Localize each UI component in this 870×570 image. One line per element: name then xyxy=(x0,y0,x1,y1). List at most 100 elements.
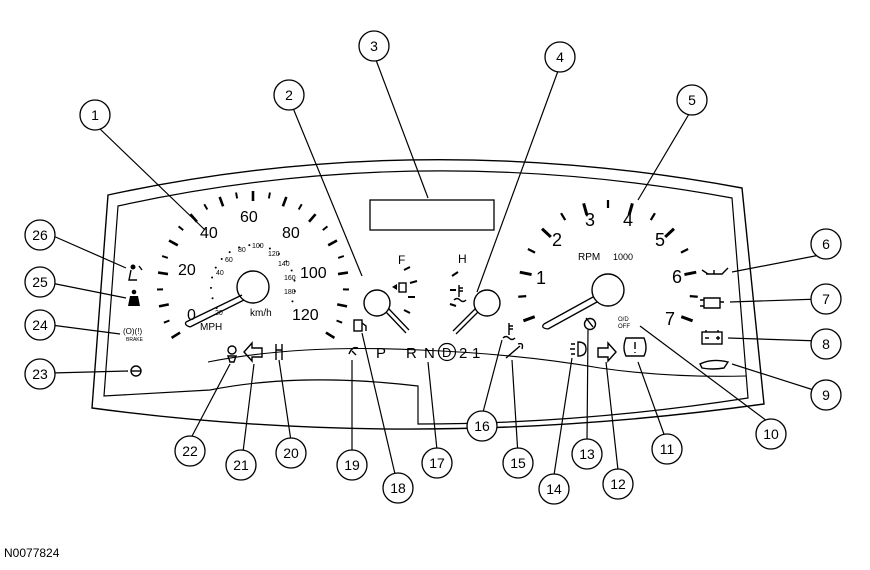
fuel-full-label: F xyxy=(398,253,405,267)
temp-hot-label: H xyxy=(458,252,467,266)
callout-18: 18 xyxy=(382,472,414,504)
callout-6: 6 xyxy=(810,228,842,260)
tachometer-hub xyxy=(591,273,625,307)
message-center-display xyxy=(369,199,495,231)
rpm-label-4: 4 xyxy=(623,210,633,230)
callout-5: 5 xyxy=(676,84,708,116)
callout-21: 21 xyxy=(225,449,257,481)
rpm-label-1: 1 xyxy=(536,268,546,288)
fuel-gauge: F xyxy=(363,253,418,334)
tachometer-tick xyxy=(680,315,694,323)
svg-text:25: 25 xyxy=(32,274,48,290)
speedometer-tick xyxy=(170,331,181,339)
svg-text:8: 8 xyxy=(822,336,830,352)
svg-text:17: 17 xyxy=(429,455,445,471)
callout-19: 19 xyxy=(336,449,368,481)
callout-2: 2 xyxy=(273,79,305,111)
temperature-gauge-hub xyxy=(473,289,501,317)
speedometer-tick xyxy=(337,255,345,259)
brake-label: BRAKE xyxy=(126,337,144,343)
fuel-gauge-needle xyxy=(385,308,410,334)
svg-text:9: 9 xyxy=(822,387,830,403)
speedometer-tick xyxy=(218,196,225,207)
svg-text:3: 3 xyxy=(370,38,378,54)
tachometer-tick xyxy=(582,202,589,216)
speedometer-tick xyxy=(267,192,271,199)
callout-8: 8 xyxy=(810,328,842,360)
gear-n: N xyxy=(424,345,435,362)
callout-20: 20 xyxy=(275,437,307,469)
svg-text:11: 11 xyxy=(660,441,675,457)
kmh-label-120: 120 xyxy=(268,251,280,258)
speedometer: 0 20 40 60 80 100 120 20 40 60 80 100 12… xyxy=(157,191,349,339)
svg-text:10: 10 xyxy=(763,426,779,442)
tachometer-tick xyxy=(684,270,697,277)
rpm-unit: RPM xyxy=(578,252,600,263)
gear-2: 2 xyxy=(459,345,467,362)
fuel-gauge-hub xyxy=(363,289,391,317)
seatbelt-warning-icon xyxy=(128,289,140,306)
coolant-temp-icon xyxy=(453,285,467,303)
callout-9: 9 xyxy=(810,379,842,411)
temperature-gauge-needle xyxy=(452,308,479,335)
mph-unit: MPH xyxy=(200,322,222,333)
coolant-warning-icon xyxy=(502,323,516,341)
callout-3: 3 xyxy=(358,30,390,62)
callout-1: 1 xyxy=(79,99,111,131)
kmh-label-60: 60 xyxy=(225,257,233,264)
od-off-line2: OFF xyxy=(618,324,630,330)
mph-label-120: 120 xyxy=(292,307,319,324)
low-beam-indicator-icon xyxy=(227,345,237,363)
kmh-scale-dot xyxy=(220,257,223,260)
tachometer-tick xyxy=(518,295,527,298)
callout-12: 12 xyxy=(602,468,634,500)
svg-text:21: 21 xyxy=(233,457,249,473)
svg-text:4: 4 xyxy=(556,49,564,65)
callout-10: 10 xyxy=(755,418,787,450)
kmh-label-20: 20 xyxy=(215,310,223,317)
callout-7: 7 xyxy=(810,283,842,315)
speedometer-tick xyxy=(322,225,329,231)
kmh-label-180: 180 xyxy=(284,289,296,296)
speedometer-tick xyxy=(325,331,336,339)
speedometer-tick xyxy=(336,303,348,308)
kmh-scale-dot xyxy=(290,269,293,272)
cruise-control-icon xyxy=(348,346,359,356)
figure-id: N0077824 xyxy=(4,546,60,560)
callout-23: 23 xyxy=(24,358,56,390)
speedometer-tick xyxy=(337,271,349,276)
callout-25: 25 xyxy=(24,266,56,298)
gear-r: R xyxy=(406,345,417,362)
airbag-warning-icon xyxy=(128,264,143,281)
svg-text:5: 5 xyxy=(688,92,696,108)
callout-14: 14 xyxy=(538,473,570,505)
left-turn-signal-icon xyxy=(243,341,263,363)
kmh-scale-dot xyxy=(291,300,294,303)
svg-text:2: 2 xyxy=(285,87,293,103)
callout-11: 11 xyxy=(651,433,683,465)
callout-22: 22 xyxy=(174,435,206,467)
svg-text:24: 24 xyxy=(32,317,48,333)
hood-ajar-icon xyxy=(699,359,730,370)
cluster-housing xyxy=(91,158,765,430)
od-off-indicator: O/D OFF xyxy=(618,317,630,330)
oil-pressure-icon xyxy=(701,267,729,275)
speedometer-tick xyxy=(308,213,317,223)
leader-lines xyxy=(50,59,821,476)
callout-16: 16 xyxy=(466,410,498,442)
tachometer-tick xyxy=(689,295,698,298)
callout-4: 4 xyxy=(544,41,576,73)
kmh-scale-dot xyxy=(293,279,296,282)
kmh-scale-dot xyxy=(214,266,217,269)
svg-text:23: 23 xyxy=(32,366,48,382)
mph-label-100: 100 xyxy=(300,265,327,282)
temperature-gauge: H xyxy=(449,252,501,335)
speedometer-tick xyxy=(203,203,209,210)
kmh-scale-dot xyxy=(285,260,288,263)
kmh-scale-dot xyxy=(268,247,271,250)
rpm-label-6: 6 xyxy=(672,267,682,287)
kmh-label-160: 160 xyxy=(284,275,296,282)
tachometer-needle xyxy=(543,296,598,330)
wrench-service-icon xyxy=(505,342,524,359)
speedometer-tick xyxy=(336,319,343,324)
